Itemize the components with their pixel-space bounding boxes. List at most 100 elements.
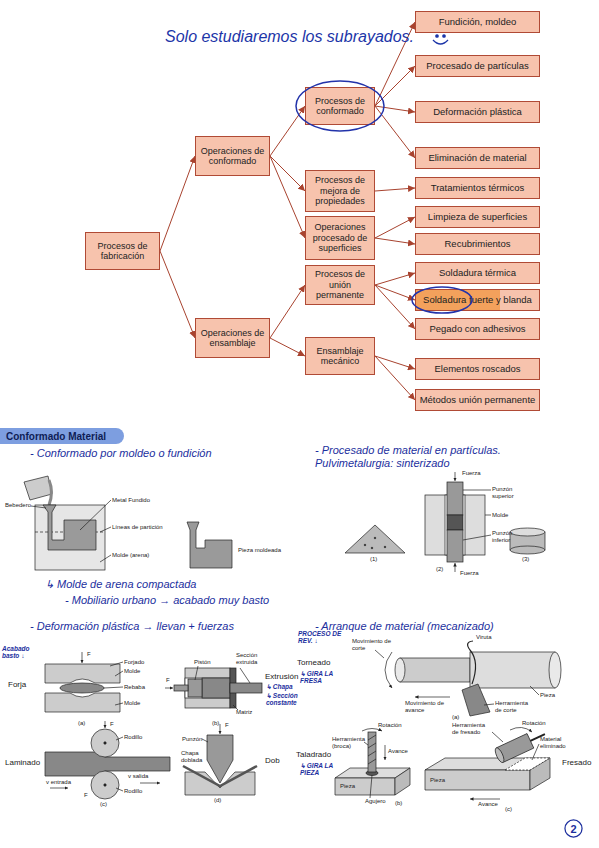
- forging-illustration: [45, 652, 123, 712]
- part-label: (c): [505, 806, 512, 813]
- casting-illustration-part: [100, 555, 111, 562]
- part-label: Rodillo: [124, 734, 142, 741]
- handwritten-title: Solo estudiaremos los subrayados.: [165, 28, 414, 46]
- part-label: Líneas de partición: [112, 524, 163, 531]
- node-text: Conformado Material: [6, 431, 106, 442]
- handwritten-note: ↳ Sección constante: [266, 692, 298, 707]
- part-label: (d): [214, 797, 221, 804]
- powder-metallurgy-illustration-part: [364, 544, 366, 546]
- tree-arrow: [270, 156, 305, 191]
- handwritten-note: - Procesado de material en partículas. P…: [315, 444, 555, 469]
- handwritten-note: ↳ GIRA LA PIEZA: [300, 762, 336, 777]
- process-box: Soldadura térmica: [415, 262, 540, 284]
- process-box: Tratamientos térmicos: [415, 177, 540, 199]
- powder-metallurgy-illustration-part: [455, 472, 456, 481]
- rolling-illustration-part: [91, 771, 119, 799]
- powder-metallurgy-illustration-part: [510, 546, 545, 554]
- process-box: Eliminación de material: [415, 147, 540, 169]
- tree-arrow: [375, 217, 415, 238]
- part-label: Punzón: [182, 736, 202, 743]
- forging-illustration-part: [82, 652, 83, 663]
- handwritten-note: ↳ Molde de arena compactada: [45, 578, 196, 591]
- part-label: F: [225, 722, 229, 729]
- tree-arrow: [375, 238, 415, 244]
- part-label: Molde: [124, 668, 140, 675]
- casting-illustration-part: [43, 505, 96, 550]
- part-label: Chapa doblada: [181, 750, 207, 764]
- tree-arrow: [160, 156, 195, 251]
- part-label: Sección extruida: [236, 652, 264, 666]
- turning-illustration-part: [400, 658, 470, 682]
- handwritten-note: PROCESO DE REV. ↓: [298, 630, 342, 645]
- handwritten-note: Acabado basto ↓: [2, 645, 36, 660]
- process-box: Deformación plástica: [415, 101, 540, 123]
- part-label: (3): [522, 556, 529, 563]
- part-label: Fuerza: [460, 570, 479, 577]
- part-label: (b): [395, 800, 402, 807]
- process-box: Soldadura fuerte y blanda: [415, 289, 540, 311]
- part-label: v salida: [128, 773, 148, 780]
- turning-illustration-part: [470, 652, 555, 688]
- handwritten-note: - Mobiliario urbano → acabado muy basto: [65, 594, 269, 607]
- tree-arrow: [375, 273, 415, 285]
- extrusion-illustration-part: [202, 678, 230, 698]
- rolling-illustration-part: [104, 784, 106, 786]
- drilling-illustration-part: [368, 732, 376, 772]
- process-name: Forja: [8, 680, 26, 689]
- node-text: Fundición, moldeo: [439, 17, 517, 28]
- powder-metallurgy-illustration-part: [384, 546, 386, 548]
- turning-illustration-part: [395, 658, 405, 682]
- node-text: Métodos unión permanente: [420, 395, 536, 406]
- casting-illustration-part: [100, 527, 111, 532]
- process-box: Operaciones procesado de superficies: [305, 216, 375, 260]
- node-text: Tratamientos térmicos: [431, 183, 525, 194]
- node-text: Deformación plástica: [433, 107, 522, 118]
- part-label: Herramienta de corte: [495, 700, 535, 714]
- title-smiley-part: [436, 35, 438, 37]
- milling-illustration-part: [470, 799, 500, 800]
- part-label: F: [84, 792, 88, 799]
- node-text: Procesos de conformado: [308, 96, 372, 117]
- part-label: Rotación: [378, 722, 402, 729]
- process-box: Fundición, moldeo: [415, 11, 540, 33]
- part-label: Fuerza: [462, 470, 481, 477]
- milling-illustration-part: [505, 758, 550, 770]
- drilling-illustration-part: [362, 729, 382, 732]
- part-label: F: [110, 721, 114, 728]
- tree-arrow: [375, 188, 415, 191]
- node-text: Soldadura térmica: [439, 268, 516, 279]
- tree-arrow: [375, 106, 415, 112]
- title-smiley: [433, 35, 448, 44]
- rolling-illustration-part: [116, 737, 123, 740]
- section-band: Conformado Material: [0, 428, 124, 444]
- casting-illustration-part: [35, 505, 105, 570]
- part-label: Viruta: [476, 634, 492, 641]
- rolling-illustration-part: [105, 721, 106, 728]
- node-text: Pegado con adhesivos: [429, 324, 525, 335]
- part-label: (1): [370, 556, 377, 563]
- process-box: Procesado de partículas: [415, 55, 540, 77]
- drilling-illustration-part: [385, 745, 386, 760]
- tree-arrow: [270, 285, 305, 338]
- part-label: Metal Fundido: [112, 497, 150, 504]
- extrusion-illustration-part: [188, 679, 202, 697]
- turning-illustration-part: [375, 650, 384, 658]
- drilling-illustration-part: [368, 751, 376, 756]
- drilling-illustration-part: [368, 759, 376, 764]
- process-box: Operaciones de conformado: [195, 136, 270, 176]
- part-label: Bebedero: [5, 502, 31, 509]
- node-text: Elementos roscados: [434, 364, 520, 375]
- node-text: Eliminación de material: [428, 153, 526, 164]
- bending-illustration-part: [202, 739, 208, 742]
- tree-arrow: [375, 356, 415, 400]
- node-text: Operaciones de ensamblaje: [198, 328, 267, 349]
- tree-arrow: [270, 156, 305, 238]
- powder-metallurgy-illustration-part: [463, 535, 491, 540]
- node-text: Procesos de unión permanente: [308, 269, 372, 300]
- title-smiley-part: [433, 40, 448, 44]
- part-label: (a): [452, 714, 459, 721]
- node-text: Ensamblaje mecánico: [308, 346, 372, 367]
- highlight-ellipse-part: [296, 81, 384, 131]
- process-box: Procesos de conformado: [305, 87, 375, 125]
